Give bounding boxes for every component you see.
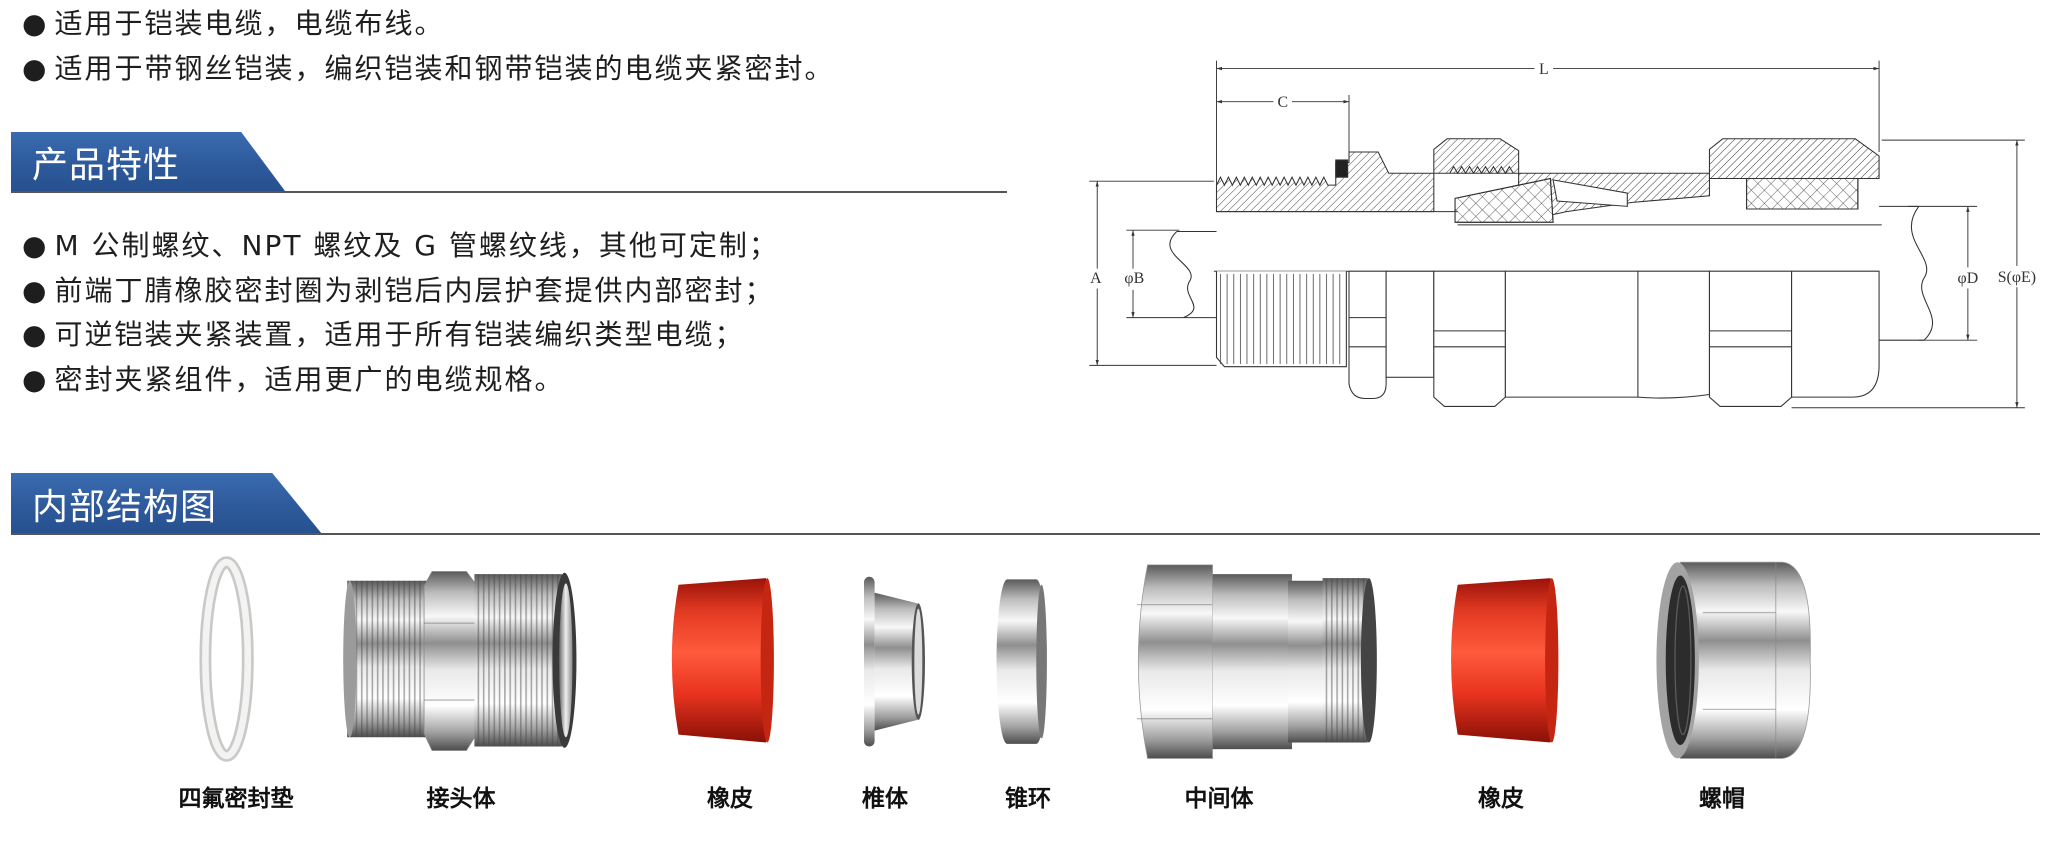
cable-outline (1169, 205, 1933, 341)
feature-item-text: M 公制螺纹、NPT 螺纹及 G 管螺纹线，其他可定制； (54, 229, 779, 262)
dim-label-b: φB (1124, 270, 1144, 287)
part-label-rubber: 橡皮 (707, 786, 753, 812)
rubber-seal-image (671, 578, 774, 743)
end-cap-outline (1791, 270, 1880, 398)
cone-ring-section (1552, 179, 1628, 207)
features-list: ●M 公制螺纹、NPT 螺纹及 G 管螺纹线，其他可定制； ●前端丁腈橡胶密封圈… (22, 224, 779, 402)
lock-nut-outline (1348, 270, 1387, 400)
middle-body-image (1136, 564, 1377, 759)
rubber-end-face (1545, 578, 1559, 743)
rubber-body (671, 578, 770, 743)
connector-right-thread-ridges (474, 574, 562, 747)
rubber-seal-section-right (1746, 177, 1859, 210)
cap-nut-inner-thread (1674, 585, 1692, 736)
cone-image (864, 576, 925, 747)
cable-gland-dimension-drawing: L C A φB φD S(φE) (1089, 60, 2036, 409)
part-label-connector-body: 接头体 (426, 786, 496, 812)
cable-break-right (1911, 206, 1933, 341)
cable-break-left (1169, 231, 1195, 319)
middle-body-flange (1288, 580, 1323, 743)
middle-body-hex (1137, 564, 1213, 759)
parts-illustration (199, 556, 1811, 762)
bullet-icon: ● (22, 7, 47, 40)
rubber-body (1451, 578, 1555, 743)
feature-item-text: 可逆铠装夹紧装置，适用于所有铠装编织类型电缆； (54, 318, 745, 351)
connector-hex (423, 571, 478, 751)
cone-flange (864, 576, 875, 747)
feature-item: ●密封夹紧组件，适用更广的电缆规格。 (22, 358, 779, 403)
left-hex-outline (1433, 270, 1506, 407)
connector-left-thread-ridges (347, 580, 438, 738)
connector-body-section (1215, 151, 1435, 213)
middle-body-thread-ridges (1322, 578, 1368, 743)
feature-item-text: 密封夹紧组件，适用更广的电缆规格。 (54, 362, 565, 396)
cap-nut-body (1679, 561, 1811, 759)
neck-outline (1385, 270, 1435, 378)
dim-label-c: C (1277, 94, 1288, 111)
intro-item-text: 适用于带钢丝铠装，编织铠装和钢带铠装的电缆夹紧密封。 (54, 52, 835, 85)
middle-body-outline (1504, 270, 1710, 399)
bullet-icon: ● (22, 362, 47, 396)
thread-lines (1219, 273, 1344, 365)
bullet-icon: ● (22, 229, 47, 262)
intro-item: ●适用于铠装电缆，电缆布线。 (22, 1, 834, 46)
intro-list: ●适用于铠装电缆，电缆布线。 ●适用于带钢丝铠装，编织铠装和钢带铠装的电缆夹紧密… (22, 1, 834, 91)
right-hex-outline (1708, 270, 1793, 407)
rubber-end-face (760, 578, 774, 743)
part-label-cone-ring: 锥环 (1005, 786, 1051, 812)
connector-left-end (343, 580, 357, 738)
middle-body-cylinder (1212, 574, 1293, 750)
right-nut-section (1708, 138, 1880, 180)
features-divider (11, 191, 1007, 193)
cone-body (874, 592, 918, 731)
rubber-seal-image (1451, 578, 1559, 743)
feature-item: ●前端丁腈橡胶密封圈为剥铠后内层护套提供内部密封； (22, 269, 779, 314)
part-label-cone: 椎体 (862, 786, 908, 812)
cone-ring-image (996, 579, 1047, 744)
ptfe-gasket-section (1335, 159, 1349, 178)
section-view (1213, 138, 1882, 272)
dim-label-s: S(φE) (1998, 269, 2036, 286)
structure-section-title: 内部结构图 (11, 473, 322, 534)
cap-nut-bore (1665, 575, 1695, 746)
cap-nut-image (1656, 561, 1811, 759)
intro-item: ●适用于带钢丝铠装，编织铠装和钢带铠装的电缆夹紧密封。 (22, 46, 834, 91)
feature-item: ●可逆铠装夹紧装置，适用于所有铠装编织类型电缆； (22, 313, 779, 358)
cone-ring-body (996, 579, 1047, 744)
connector-body-image (343, 571, 577, 751)
rubber-seal-section-left (1454, 177, 1554, 223)
intro-item-text: 适用于铠装电缆，电缆布线。 (54, 7, 445, 40)
bullet-icon: ● (22, 52, 47, 85)
part-label-middle-body: 中间体 (1184, 786, 1254, 812)
gasket-ring (202, 558, 252, 760)
part-label-cap-nut: 螺帽 (1699, 786, 1745, 812)
ptfe-gasket-image (199, 556, 254, 762)
dim-label-a: A (1090, 270, 1102, 287)
left-nut-thread (1449, 165, 1514, 175)
dimension-lines (1089, 60, 2025, 409)
part-label-ptfe-gasket: 四氟密封垫 (178, 786, 294, 812)
dim-label-d: φD (1958, 270, 1979, 287)
feature-item: ●M 公制螺纹、NPT 螺纹及 G 管螺纹线，其他可定制； (22, 224, 779, 269)
structure-divider (11, 533, 2040, 535)
outer-view (1215, 270, 1880, 407)
middle-body-end (1360, 578, 1377, 743)
cone-ring-face (1036, 584, 1047, 739)
bullet-icon: ● (22, 273, 47, 307)
features-section-title: 产品特性 (11, 132, 285, 191)
dim-label-l: L (1539, 61, 1549, 78)
connector-end-rim (559, 583, 573, 738)
cone-end-rim (914, 608, 923, 715)
bullet-icon: ● (22, 318, 47, 351)
part-label-rubber: 橡皮 (1478, 786, 1524, 812)
feature-item-text: 前端丁腈橡胶密封圈为剥铠后内层护套提供内部密封； (54, 273, 775, 307)
